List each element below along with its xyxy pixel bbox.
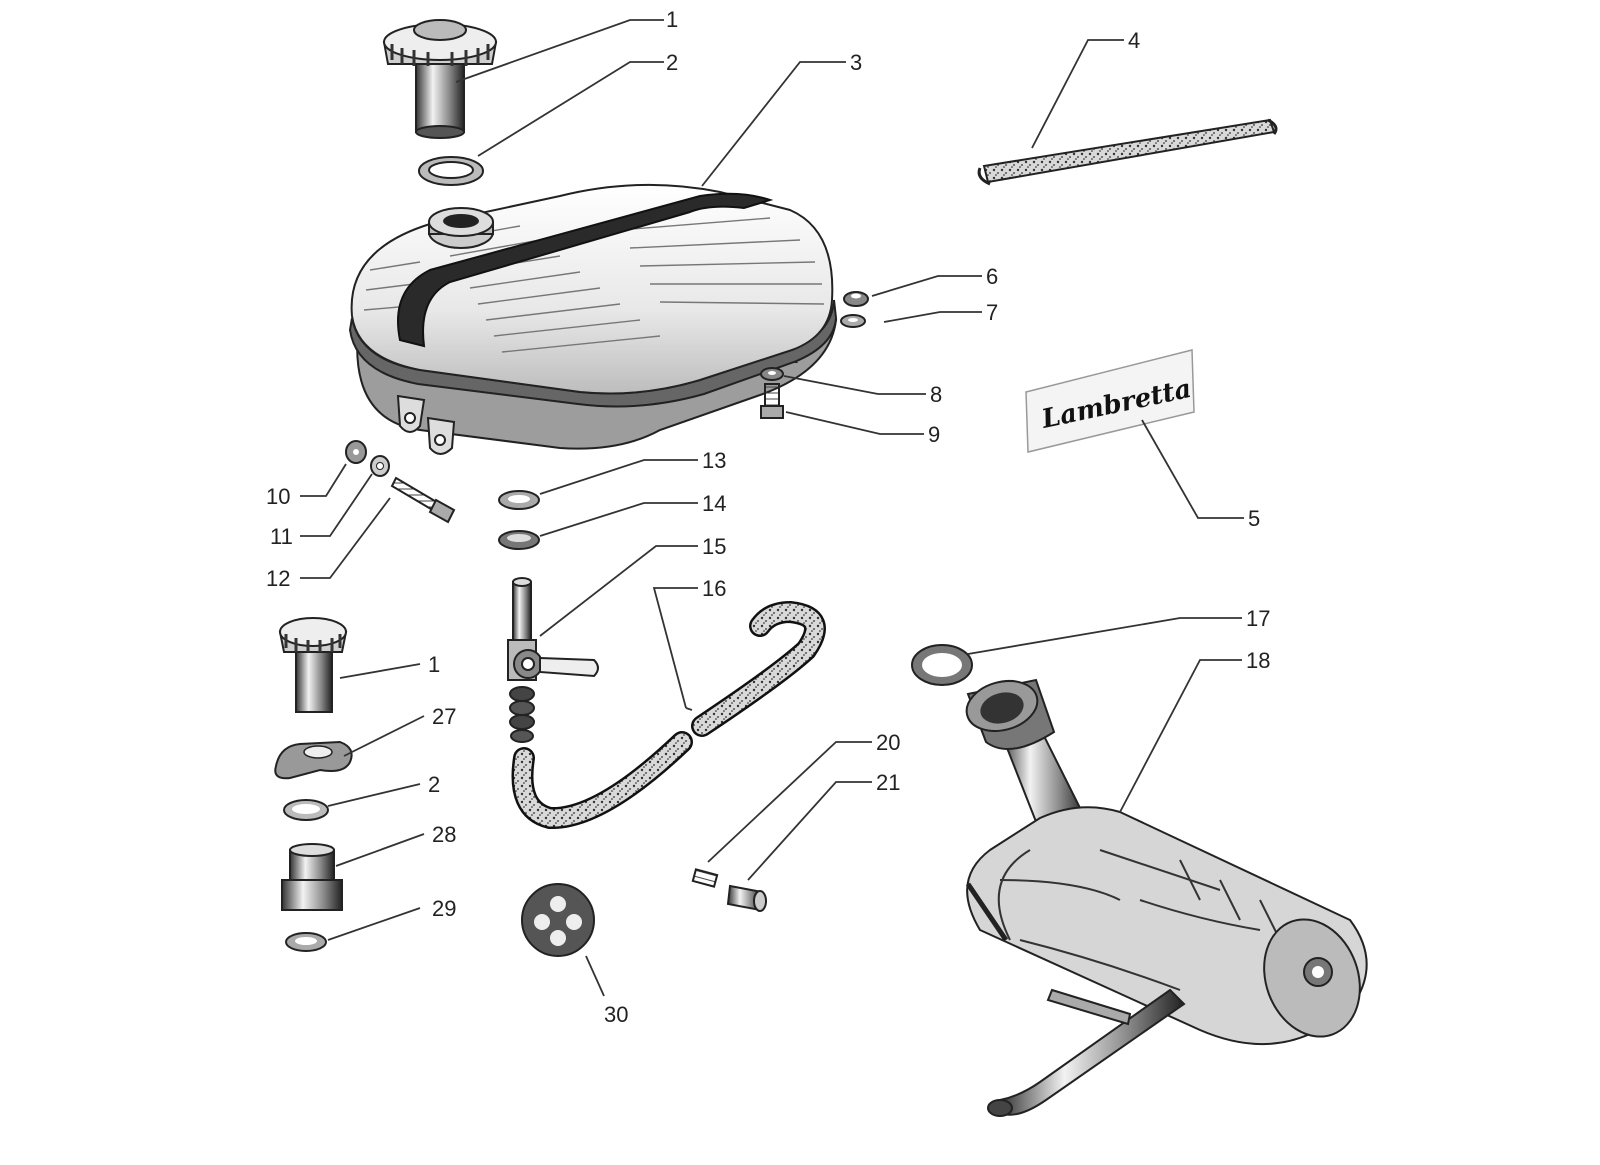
callout-29: 29 bbox=[432, 896, 456, 921]
callout-21: 21 bbox=[876, 770, 900, 795]
callout-28: 28 bbox=[432, 822, 456, 847]
bolt-9 bbox=[760, 383, 784, 419]
ring-17 bbox=[911, 644, 973, 686]
callout-20: 20 bbox=[876, 730, 900, 755]
washer-8 bbox=[760, 367, 784, 381]
callout-3: 3 bbox=[850, 50, 862, 75]
rubber-strip bbox=[977, 118, 1278, 186]
nut-6 bbox=[843, 291, 869, 307]
screw-20 bbox=[691, 868, 719, 888]
callout-12: 12 bbox=[266, 566, 290, 591]
washer-top bbox=[418, 156, 484, 186]
bolt-12 bbox=[390, 476, 456, 524]
callout-11: 11 bbox=[270, 524, 293, 549]
callout-1-top: 1 bbox=[666, 7, 678, 32]
fuel-hoses bbox=[511, 600, 826, 830]
silencer-18 bbox=[965, 678, 1368, 1117]
callout-numbers: 1 2 3 4 5 6 7 8 9 10 11 12 13 14 15 16 1… bbox=[266, 7, 1270, 1027]
callout-2-bottom: 2 bbox=[428, 772, 440, 797]
callout-10: 10 bbox=[266, 484, 290, 509]
lambretta-badge: Lambretta bbox=[1025, 349, 1195, 453]
gasket-plate-27 bbox=[274, 740, 353, 780]
callout-5: 5 bbox=[1248, 506, 1260, 531]
filler-cap-top bbox=[382, 19, 498, 139]
fuel-tank bbox=[348, 183, 838, 455]
washer-14 bbox=[498, 530, 540, 550]
callout-30: 30 bbox=[604, 1002, 628, 1027]
leader-lines bbox=[300, 19, 1244, 997]
callout-18: 18 bbox=[1246, 648, 1270, 673]
callout-27: 27 bbox=[432, 704, 456, 729]
callout-16: 16 bbox=[702, 576, 726, 601]
callout-17: 17 bbox=[1246, 606, 1270, 631]
callout-2-top: 2 bbox=[666, 50, 678, 75]
callout-9: 9 bbox=[928, 422, 940, 447]
threaded-bush-28 bbox=[281, 843, 343, 911]
washer-11 bbox=[370, 455, 390, 477]
washer-7 bbox=[840, 314, 866, 328]
washer-bottom bbox=[283, 799, 329, 821]
nipple-21 bbox=[726, 884, 767, 912]
callout-15: 15 bbox=[702, 534, 726, 559]
callout-4: 4 bbox=[1128, 28, 1140, 53]
filter-disc-30 bbox=[521, 883, 595, 957]
callout-1-bottom: 1 bbox=[428, 652, 440, 677]
callout-6: 6 bbox=[986, 264, 998, 289]
washer-13 bbox=[498, 490, 540, 510]
fuel-tap bbox=[507, 577, 599, 743]
callout-13: 13 bbox=[702, 448, 726, 473]
callout-8: 8 bbox=[930, 382, 942, 407]
washer-29 bbox=[285, 932, 327, 952]
filler-cap-bottom bbox=[278, 617, 348, 713]
callout-14: 14 bbox=[702, 491, 726, 516]
nut-10 bbox=[345, 440, 367, 464]
callout-7: 7 bbox=[986, 300, 998, 325]
